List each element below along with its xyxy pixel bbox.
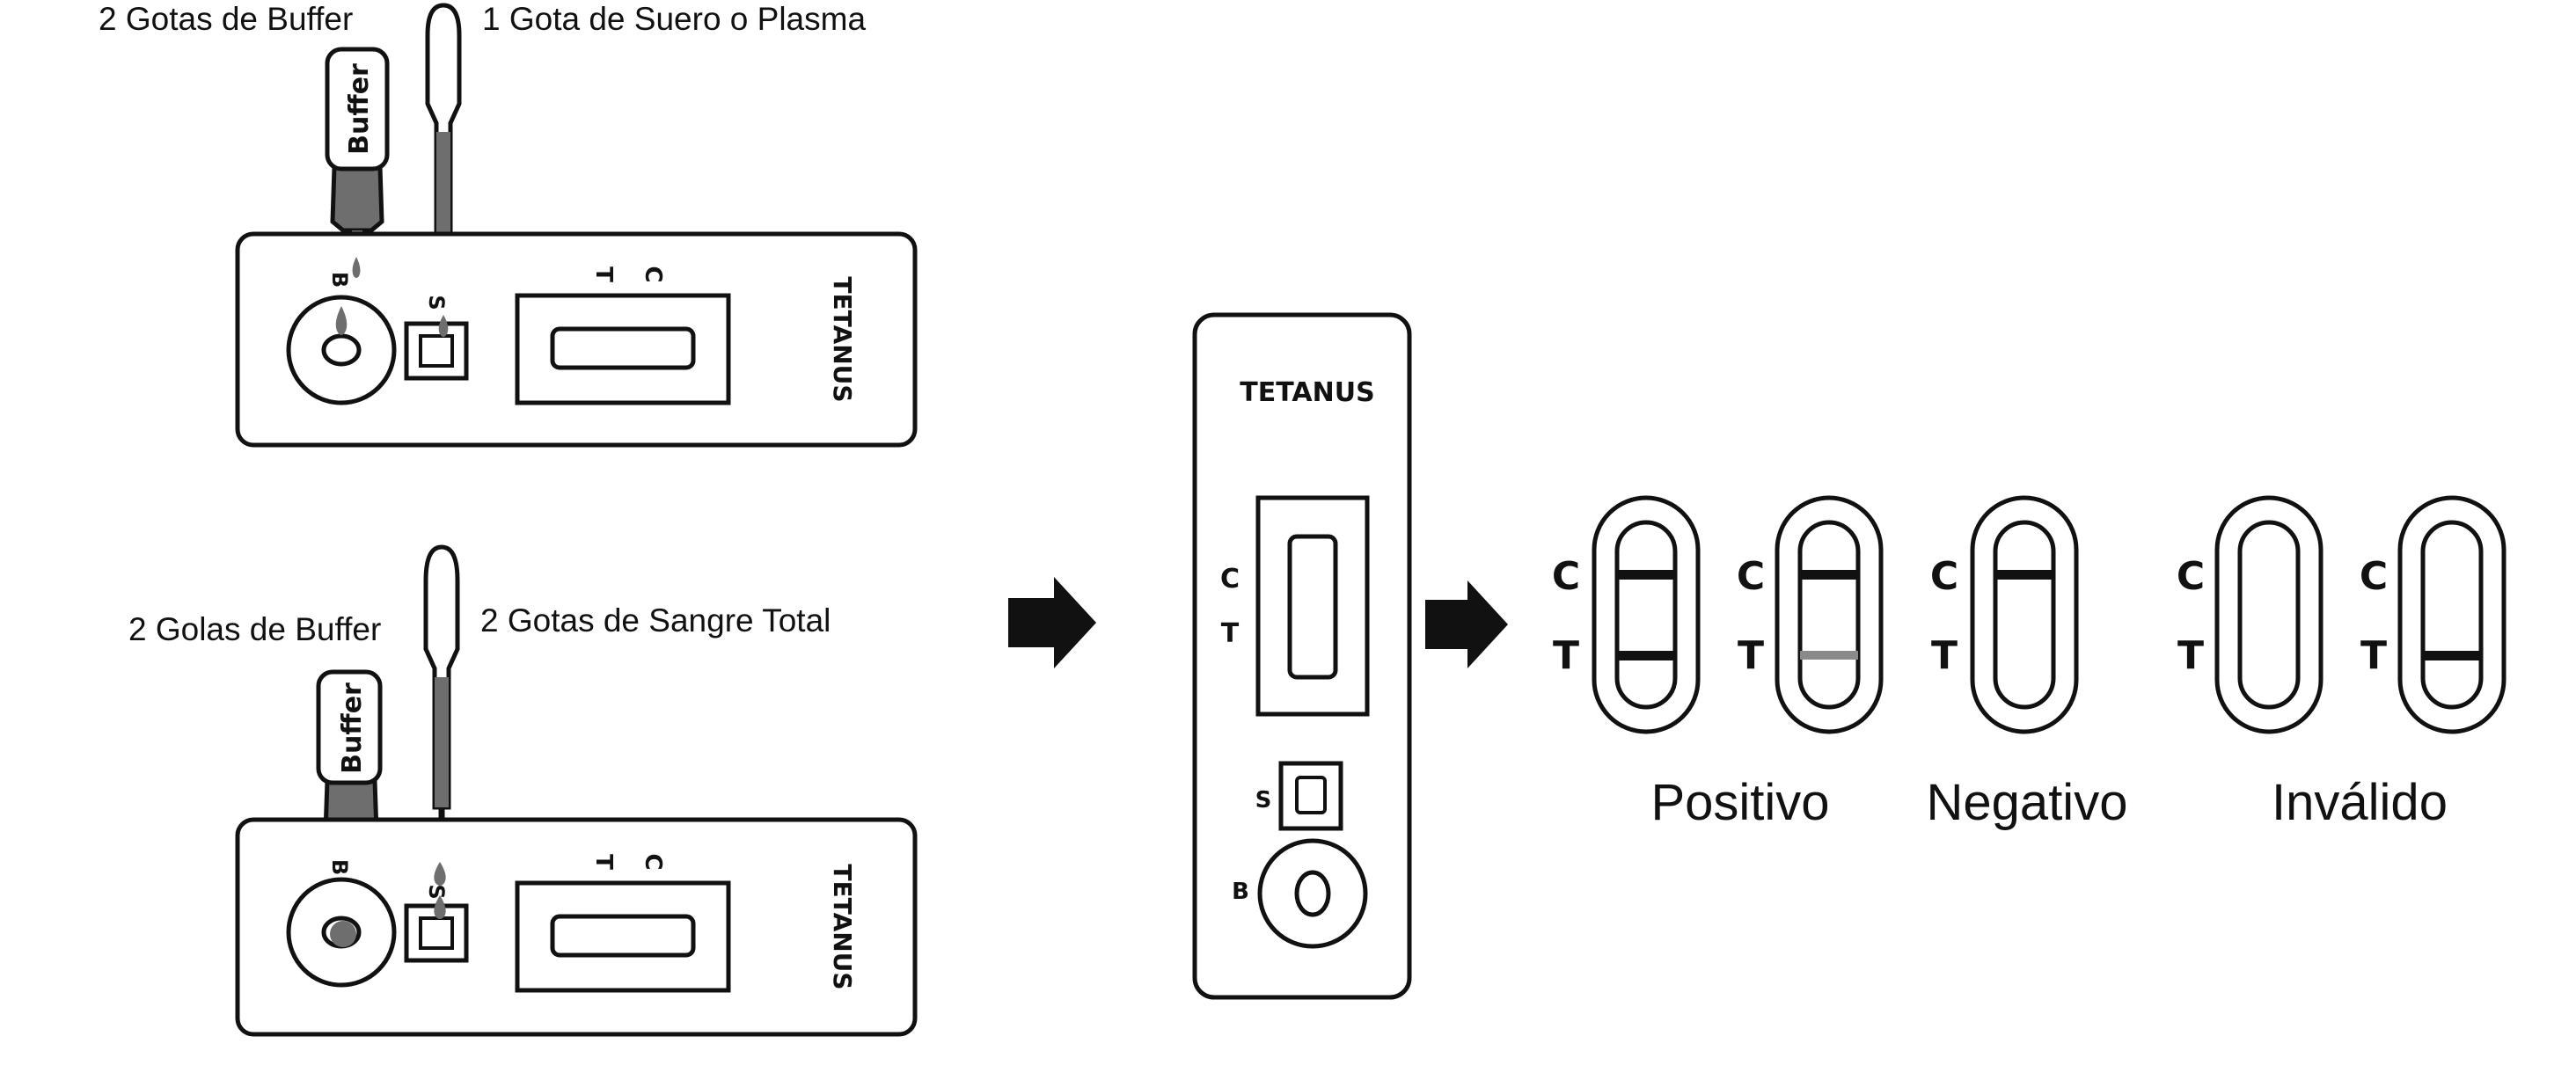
result-invalid-1: C T — [2177, 495, 2324, 734]
label-buffer-drops-top: 2 Gotas de Buffer — [99, 1, 353, 37]
label-serum-drop: 1 Gota de Suero o Plasma — [482, 1, 866, 37]
pipette-bottom — [423, 544, 460, 830]
marker-b-top: B — [327, 272, 352, 288]
result-c-label: C — [1552, 554, 1580, 599]
pipette-top — [425, 3, 462, 264]
marker-s-bottom: S — [424, 884, 449, 899]
result-negative-label: Negativo — [1927, 774, 2128, 831]
result-negative: C T — [1930, 495, 2079, 734]
cassette-top-name: TETANUS — [828, 276, 857, 402]
marker-c-top: C — [640, 266, 666, 282]
result-invalid-label: Inválido — [2272, 774, 2448, 831]
cassette-vertical-name: TETANUS — [1240, 377, 1374, 408]
label-buffer-drops-bottom: 2 Golas de Buffer — [128, 611, 381, 647]
result-t-label: T — [2360, 633, 2387, 678]
result-positive-label: Positivo — [1650, 774, 1829, 831]
result-t-label: T — [1738, 633, 1764, 678]
cassette-bottom-name: TETANUS — [828, 864, 857, 989]
label-whole-blood-drops: 2 Gotas de Sangre Total — [480, 602, 831, 639]
result-c-label: C — [1737, 554, 1765, 599]
arrow-right-icon — [1425, 580, 1508, 668]
marker-b-vertical: B — [1232, 879, 1249, 905]
result-invalid-2: C T — [2360, 495, 2506, 734]
bottom-procedure: 2 Golas de Buffer 2 Gotas de Sangre Tota… — [128, 544, 918, 1037]
result-t-label: T — [2177, 633, 2204, 678]
result-positive-2: C T — [1737, 495, 1884, 734]
bottle-label-bottom: Buffer — [337, 682, 368, 774]
result-c-label: C — [1930, 554, 1958, 599]
marker-c-bottom: C — [640, 853, 666, 870]
top-procedure: 2 Gotas de Buffer 1 Gota de Suero o Plas… — [99, 1, 918, 448]
marker-b-bottom: B — [327, 859, 352, 875]
marker-c-vertical: C — [1220, 564, 1240, 595]
result-t-label: T — [1553, 633, 1579, 678]
marker-t-vertical: T — [1221, 618, 1240, 649]
marker-s-vertical: S — [1255, 787, 1272, 814]
marker-t-bottom: T — [590, 854, 617, 870]
result-t-label: T — [1931, 633, 1958, 678]
result-positive-1: C T — [1552, 495, 1701, 734]
result-c-label: C — [2177, 554, 2205, 599]
marker-t-top: T — [590, 266, 617, 282]
bottle-label-top: Buffer — [344, 63, 375, 155]
arrow-right-icon — [1008, 577, 1096, 668]
result-c-label: C — [2360, 554, 2388, 599]
cassette-vertical: TETANUS C T S B — [1192, 312, 1412, 1000]
marker-s-top: S — [424, 295, 449, 310]
